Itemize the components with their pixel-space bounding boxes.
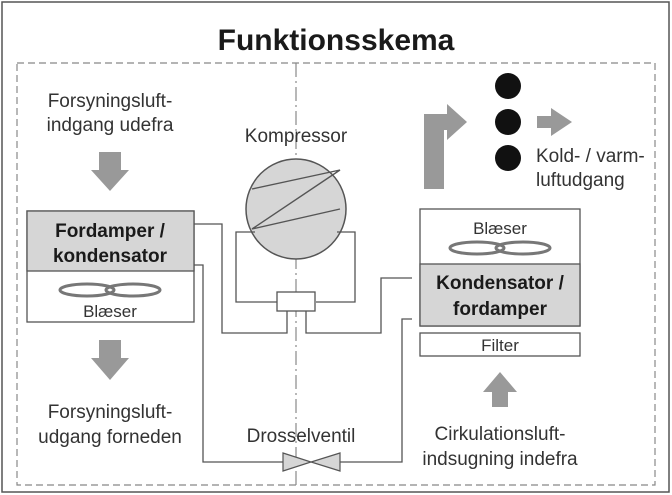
right-unit-title-line2: fordamper bbox=[453, 299, 548, 320]
right-unit-title-line1: Kondensator / bbox=[436, 273, 564, 294]
filter-label: Filter bbox=[481, 336, 519, 355]
intake-line2: indsugning indefra bbox=[422, 449, 578, 470]
reversing-valve bbox=[276, 291, 316, 312]
right-unit-coil bbox=[419, 263, 581, 327]
right-fan-icon bbox=[448, 240, 552, 256]
outlet-dot-top bbox=[495, 73, 521, 99]
throttle-valve-icon bbox=[282, 452, 341, 472]
left-unit-title-line2: kondensator bbox=[53, 246, 168, 267]
intake-arrow bbox=[483, 372, 517, 407]
filter-box bbox=[419, 332, 581, 357]
outlet-line1: Kold- / varm- bbox=[536, 146, 645, 167]
supply-out-line2: udgang forneden bbox=[38, 427, 182, 448]
outlet-dot-bottom bbox=[495, 145, 521, 171]
refrigerant-piping bbox=[194, 223, 412, 463]
outlet-dot-middle bbox=[495, 109, 521, 135]
supply-in-line1: Forsyningsluft- bbox=[48, 91, 173, 112]
intake-line1: Cirkulationsluft- bbox=[435, 424, 566, 445]
compressor-label: Kompressor bbox=[245, 126, 348, 147]
outlet-line2: luftudgang bbox=[536, 170, 625, 191]
left-fan-icon bbox=[58, 282, 162, 298]
supply-in-arrow bbox=[91, 152, 129, 191]
supply-out-arrow bbox=[91, 340, 129, 380]
right-fan-label: Blæser bbox=[473, 219, 527, 238]
throttle-valve-label: Drosselventil bbox=[247, 426, 356, 447]
supply-in-line2: indgang udefra bbox=[47, 115, 174, 136]
outlet-bent-arrow bbox=[424, 104, 467, 189]
compressor-icon bbox=[245, 158, 347, 260]
diagram-title: Funktionsskema bbox=[218, 24, 455, 57]
dashed-boundary bbox=[16, 62, 656, 486]
left-fan-label: Blæser bbox=[83, 302, 137, 321]
supply-out-line1: Forsyningsluft- bbox=[48, 402, 173, 423]
left-unit-coil bbox=[26, 210, 195, 272]
left-unit-title-line1: Fordamper / bbox=[55, 221, 166, 242]
outlet-right-arrow bbox=[537, 108, 572, 136]
